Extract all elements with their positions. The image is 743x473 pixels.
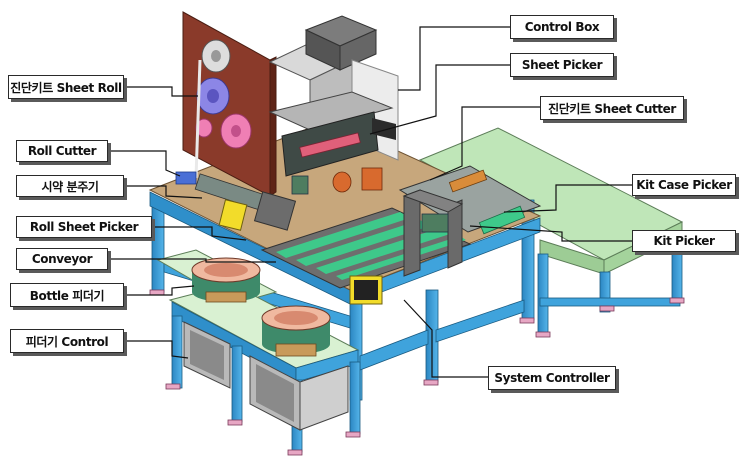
- callout-sheet-roll: 진단키트 Sheet Roll: [8, 75, 124, 99]
- roll-cutter-area: [175, 171, 309, 231]
- callout-sheet-picker: Sheet Picker: [510, 53, 614, 77]
- callout-system-controller: System Controller: [488, 366, 616, 390]
- sheet-picker-gantry: [268, 91, 396, 177]
- callout-conveyor: Conveyor: [16, 248, 108, 270]
- callout-roll-sheet-picker: Roll Sheet Picker: [16, 216, 152, 238]
- callout-kit-case-picker: Kit Case Picker: [632, 174, 736, 196]
- kit-picker-area: [332, 165, 542, 277]
- callout-reagent-dispenser: 시약 분주기: [16, 175, 124, 197]
- callout-sheet-cutter: 진단키트 Sheet Cutter: [540, 96, 684, 120]
- leader-lines: [108, 26, 632, 378]
- bottle-feeder-bowls: [191, 257, 331, 357]
- callout-roll-cutter: Roll Cutter: [16, 140, 108, 162]
- sheet-roll-panel: [182, 11, 277, 197]
- callout-kit-picker: Kit Picker: [632, 230, 736, 252]
- callout-control-box: Control Box: [510, 15, 614, 39]
- callout-bottle-feeder: Bottle 피더기: [10, 283, 124, 307]
- leveling-feet: [149, 289, 685, 456]
- callout-feeder-control: 피더기 Control: [10, 329, 124, 353]
